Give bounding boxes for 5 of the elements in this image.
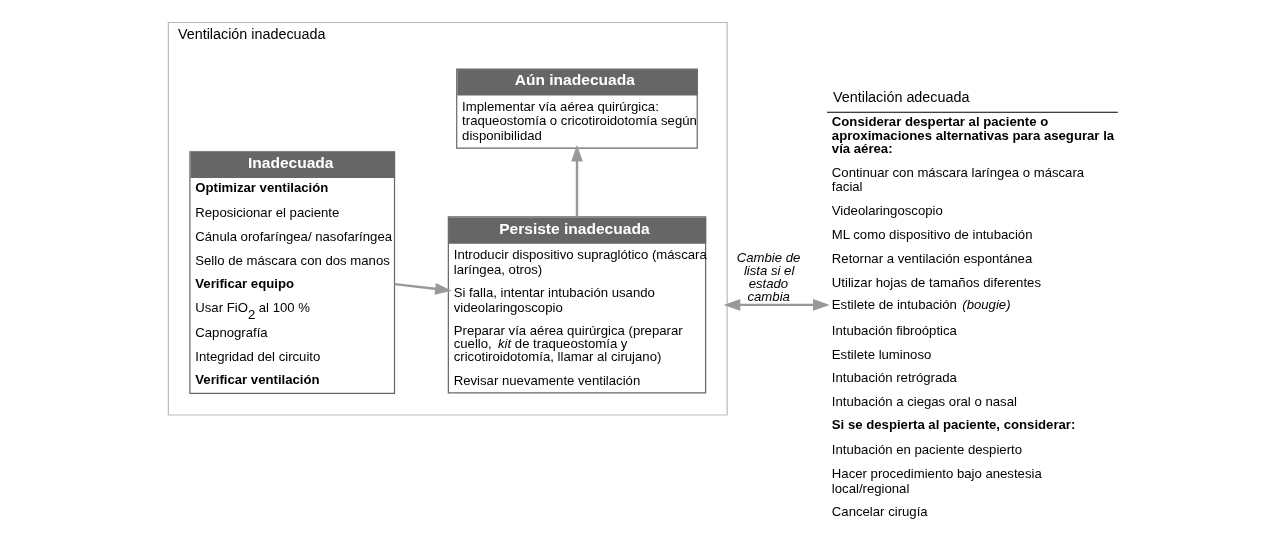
node-text: Ventilación adecuada Considerar despertar al paciente o aproximaciones alternativas para asegurar la vía aérea: Continuar con máscara laríngea o máscara facial Videolaringoscopio ML como dispositivo de intubación Retornar a ventilación espontánea Utilizar hojas de tamaños diferentes Estilete de intubación (bougie) Intubación fibroóptica Estilete luminoso Intubación retrógrada Intubación a ciegas oral o nasal Si se despierta al paciente, considerar: Intubación en paciente despierto Hacer procedimiento bajo anestesia local/regional Cancelar cirugía xyxy=(831,89,1115,520)
arrow xyxy=(723,299,830,311)
edge-label: Cambie de lista si el estado cambia xyxy=(736,249,801,305)
arrow xyxy=(394,282,452,295)
arrow xyxy=(571,144,583,217)
